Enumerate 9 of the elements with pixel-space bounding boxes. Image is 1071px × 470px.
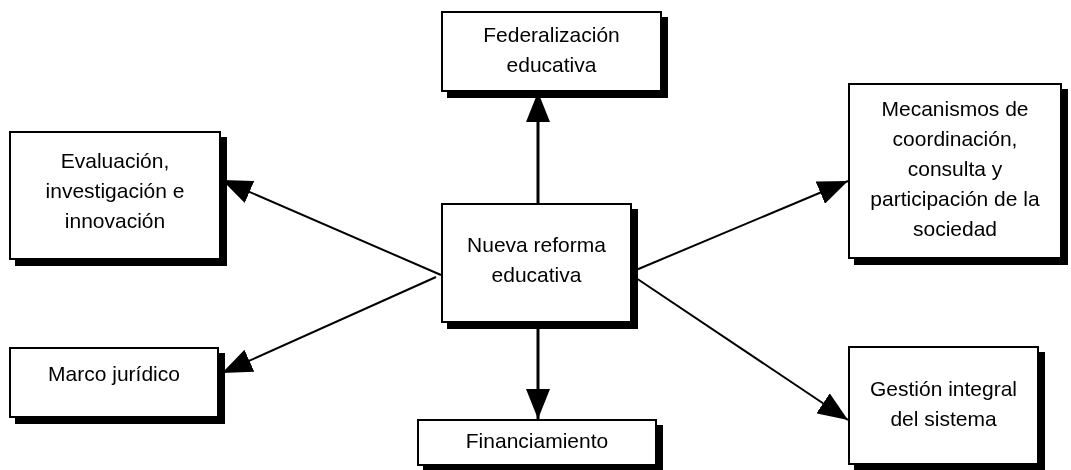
concept-label: Federalización educativa <box>482 21 621 78</box>
concept-label: Mecanismos de coordinación, consulta y participación de la sociedad <box>869 96 1041 242</box>
concept-label: Marco jurídico <box>48 360 180 387</box>
concept-label: Gestión integral del sistema <box>868 375 1019 432</box>
concept-label: Financiamiento <box>465 427 609 454</box>
arrow <box>635 277 849 421</box>
arrow <box>635 180 849 271</box>
concept-label: Evaluación, investigación e innovación <box>44 147 186 234</box>
concept-label: Nueva reforma educativa <box>466 232 607 288</box>
